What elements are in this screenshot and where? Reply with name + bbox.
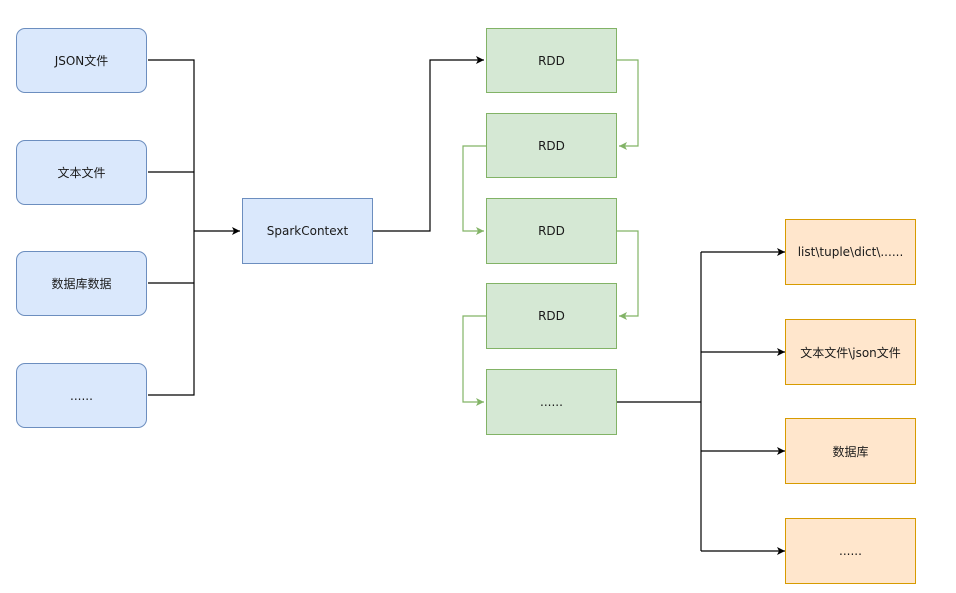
rdd-label: RDD (538, 138, 565, 153)
rdd-label: RDD (538, 53, 565, 68)
edge-context-to-rdd (373, 56, 484, 232)
rdd-label: RDD (538, 224, 565, 238)
output-python-collections: list\tuple\dict\...... (785, 219, 916, 285)
output-label: ...... (839, 544, 862, 558)
output-database: 数据库 (785, 418, 916, 484)
edge-source-1 (148, 59, 195, 231)
source-json-file: JSON文件 (16, 28, 147, 93)
rdd-node-1: RDD (486, 28, 617, 93)
rdd-label: RDD (538, 309, 565, 323)
rdd-node-4: RDD (486, 283, 617, 349)
rdd-label: ...... (540, 395, 563, 409)
edge-rdd-3-4 (617, 230, 639, 320)
output-more: ...... (785, 518, 916, 584)
source-text-file: 文本文件 (16, 140, 147, 205)
edge-rdd-1-2 (617, 59, 639, 150)
source-label: ...... (70, 388, 93, 403)
edges-sources-to-context (148, 59, 240, 396)
edges-rdd-chain (462, 59, 639, 406)
edge-rdd-2-3 (462, 145, 486, 235)
source-more: ...... (16, 363, 147, 428)
spark-context-node: SparkContext (242, 198, 373, 264)
output-label: list\tuple\dict\...... (797, 245, 904, 259)
source-label: 数据库数据 (51, 277, 112, 291)
rdd-node-3: RDD (486, 198, 617, 264)
rdd-node-2: RDD (486, 113, 617, 178)
output-text-json-file: 文本文件\json文件 (785, 319, 916, 385)
edges-rdd-to-outputs (617, 248, 785, 555)
edge-rdd-4-5 (462, 315, 486, 406)
source-label: JSON文件 (54, 54, 109, 68)
source-label: 文本文件 (57, 166, 106, 180)
output-label: 数据库 (832, 444, 869, 459)
edge-source-4 (148, 231, 195, 396)
rdd-node-more: ...... (486, 369, 617, 435)
spark-context-label: SparkContext (266, 224, 349, 238)
source-database-data: 数据库数据 (16, 251, 147, 316)
output-label: 文本文件\json文件 (800, 345, 901, 360)
